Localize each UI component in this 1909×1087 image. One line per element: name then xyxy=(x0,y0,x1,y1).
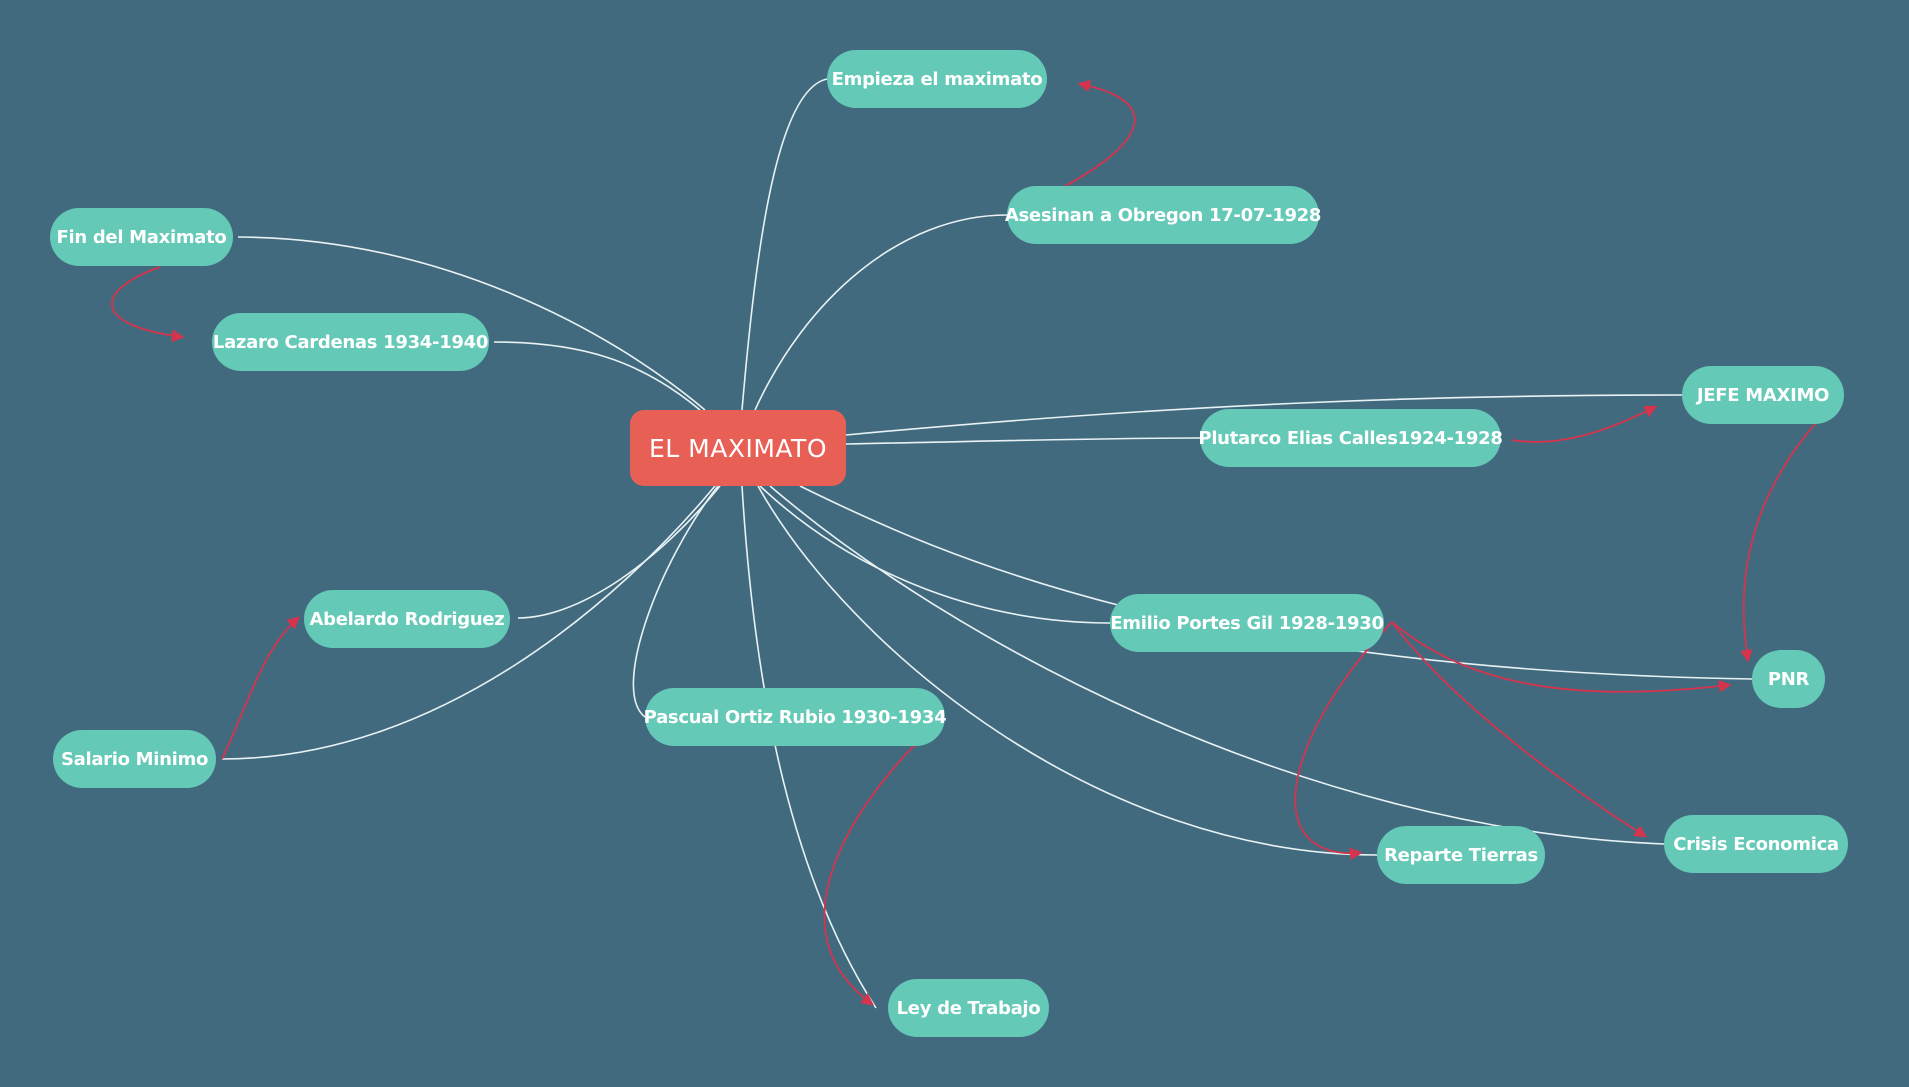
topic-pascual-ortiz-rubio[interactable]: Pascual Ortiz Rubio 1930-1934 xyxy=(644,688,947,746)
topic-pnr[interactable]: PNR xyxy=(1752,650,1825,708)
connector-maximato-abelardo xyxy=(517,485,721,619)
relation-arrow-jefe-pnr[interactable] xyxy=(1740,423,1816,663)
connector-maximato-reparte xyxy=(757,485,1378,856)
relation-arrow-emilio-reparte[interactable] xyxy=(1294,621,1393,860)
topic-abelardo-rodriguez[interactable]: Abelardo Rodriguez xyxy=(304,590,510,648)
topic-jefe-maximo[interactable]: JEFE MAXIMO xyxy=(1682,366,1844,424)
topic-crisis-economica[interactable]: Crisis Economica xyxy=(1664,815,1848,873)
connector-maximato-plutarco xyxy=(845,437,1201,445)
central-topic[interactable]: EL MAXIMATO xyxy=(630,410,846,486)
topic-empieza-el-maximato[interactable]: Empieza el maximato xyxy=(827,50,1047,108)
relation-arrow-pascual-ley[interactable] xyxy=(823,715,946,1006)
connector-maximato-ley xyxy=(741,485,877,1009)
connector-maximato-empieza xyxy=(741,78,828,411)
relation-arrow-asesinan-empieza[interactable] xyxy=(1064,79,1136,187)
topic-asesinan-a-obregon[interactable]: Asesinan a Obregon 17-07-1928 xyxy=(1005,186,1321,244)
topic-emilio-portes-gil[interactable]: Emilio Portes Gil 1928-1930 xyxy=(1110,594,1384,652)
topic-salario-minimo[interactable]: Salario Minimo xyxy=(53,730,216,788)
relation-arrow-salario-abelardo[interactable] xyxy=(221,616,300,760)
relation-arrow-emilio-crisis[interactable] xyxy=(1391,621,1648,838)
connector-maximato-lazaro xyxy=(493,341,701,411)
connector-maximato-asesinan xyxy=(754,214,1008,411)
connector-maximato-jefe xyxy=(845,394,1683,436)
topic-lazaro-cardenas[interactable]: Lazaro Cardenas 1934-1940 xyxy=(212,313,489,371)
relation-arrow-plutarco-jefe[interactable] xyxy=(1511,405,1658,443)
connector-maximato-fin xyxy=(237,236,706,411)
topic-reparte-tierras[interactable]: Reparte Tierras xyxy=(1377,826,1545,884)
connector-maximato-pascual xyxy=(632,485,719,718)
topic-fin-del-maximato[interactable]: Fin del Maximato xyxy=(50,208,233,266)
connector-maximato-crisis xyxy=(769,485,1665,845)
relationship-arrows xyxy=(111,79,1816,1006)
connector-maximato-emilio xyxy=(759,485,1111,624)
relation-arrow-emilio-pnr[interactable] xyxy=(1391,621,1732,693)
topic-ley-de-trabajo[interactable]: Ley de Trabajo xyxy=(888,979,1049,1037)
topic-plutarco-elias-calles[interactable]: Plutarco Elias Calles1924-1928 xyxy=(1198,409,1503,467)
connector-lines xyxy=(221,78,1753,1009)
relation-arrow-fin-lazaro[interactable] xyxy=(111,266,185,342)
connector-maximato-salario xyxy=(221,485,716,760)
